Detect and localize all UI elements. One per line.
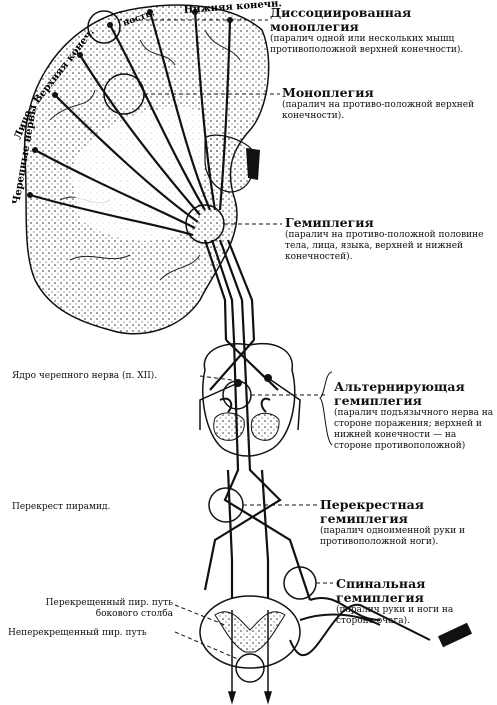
label-pyramid-decussation: Перекрест пирамид. — [12, 502, 172, 513]
label-dissoc-desc: (паралич одной или нескольких мышц проти… — [270, 34, 495, 56]
bracket — [320, 372, 332, 445]
label-spinal-desc: (паралич руки и ноги на стороне очага). — [336, 605, 494, 627]
label-hemi-desc: (паралич на противо-положной половине те… — [285, 230, 490, 263]
basal-ganglia — [205, 135, 260, 192]
label-spinal: Спинальная гемиплегия (паралич руки и но… — [336, 577, 494, 627]
label-alternating-title: Альтернирующая гемиплегия — [334, 379, 465, 408]
label-alternating: Альтернирующая гемиплегия (паралич подъя… — [334, 380, 494, 452]
label-cranial-nucleus: Ядро черепного нерва (п. XII). — [12, 371, 202, 382]
label-alternating-desc: (паралич подъязычного нерва на стороне п… — [334, 408, 494, 452]
label-uncrossed-tract: Неперекрещенный пир. путь — [8, 628, 173, 639]
label-dissoc: Диссоциированная моноплегия (паралич одн… — [270, 6, 495, 56]
label-spinal-title: Спинальная гемиплегия — [336, 576, 425, 605]
label-crossed: Перекрестная гемиплегия (паралич одноиме… — [320, 498, 495, 548]
label-mono: Моноплегия (паралич на противо-положной … — [282, 86, 482, 122]
label-mono-title: Моноплегия — [282, 85, 374, 100]
label-crossed-desc: (паралич одноименной руки и противополож… — [320, 526, 495, 548]
label-mono-desc: (паралич на противо-положной верхней кон… — [282, 100, 482, 122]
label-hemi-title: Гемиплегия — [285, 215, 374, 230]
label-hemi: Гемиплегия (паралич на противо-положной … — [285, 216, 490, 263]
label-crossed-title: Перекрестная гемиплегия — [320, 497, 424, 526]
lesion-decussation — [209, 488, 243, 522]
spinal-cord-section — [200, 596, 300, 682]
label-dissoc-title: Диссоциированная моноплегия — [270, 5, 411, 34]
label-crossed-tract: Перекрещенный пир. путь бокового столба — [8, 598, 173, 620]
